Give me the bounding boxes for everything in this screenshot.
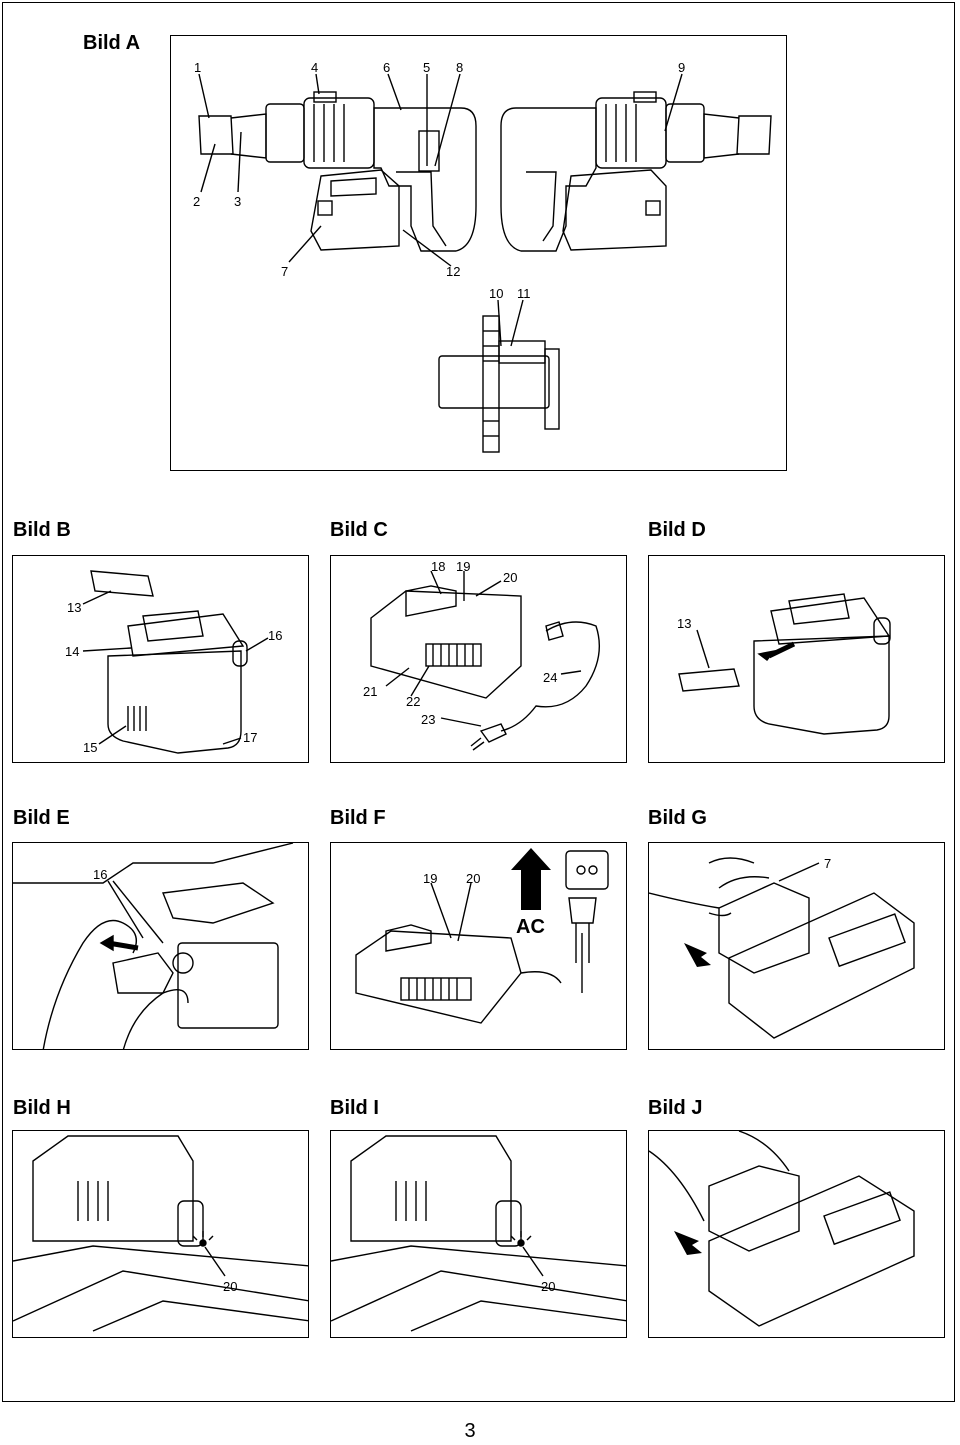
figure-h-drawing: 20: [13, 1135, 308, 1332]
label-1: 1: [194, 60, 201, 75]
arrow-icon: [684, 943, 711, 967]
label-24: 24: [543, 670, 557, 685]
figure-f-drawing: AC 19 20: [355, 848, 609, 1024]
label-5: 5: [423, 60, 430, 75]
label-19: 19: [423, 871, 437, 886]
label-2: 2: [193, 194, 200, 209]
label-14: 14: [65, 644, 79, 659]
label-13: 13: [67, 600, 81, 615]
label-7: 7: [281, 264, 288, 279]
label-12: 12: [446, 264, 460, 279]
figure-g-frame: 7: [648, 842, 945, 1050]
label-22: 22: [406, 694, 420, 709]
label-19: 19: [456, 559, 470, 574]
figure-d-title: Bild D: [648, 519, 706, 541]
label-16: 16: [93, 867, 107, 882]
figure-g-drawing: 7: [649, 856, 915, 1039]
label-20: 20: [503, 570, 517, 585]
figure-c-drawing: 18 19 20 24 21 22 23: [363, 559, 601, 751]
label-15: 15: [83, 740, 97, 755]
label-6: 6: [383, 60, 390, 75]
label-20: 20: [223, 1279, 237, 1294]
label-18: 18: [431, 559, 445, 574]
figure-j-drawing: [649, 1131, 915, 1327]
label-4: 4: [311, 60, 318, 75]
figure-f-title: Bild F: [330, 807, 386, 829]
label-8: 8: [456, 60, 463, 75]
label-17: 17: [243, 730, 257, 745]
figure-g-title: Bild G: [648, 807, 707, 829]
figure-c-frame: 18 19 20 24 21 22 23: [330, 555, 627, 763]
ac-label: AC: [516, 916, 545, 938]
figure-i-drawing: 20: [331, 1135, 626, 1332]
figure-b-drawing: 13 14 16 15 17: [65, 570, 282, 755]
arrow-up-icon: [511, 848, 551, 910]
figure-c-title: Bild C: [330, 519, 388, 541]
arrow-icon: [674, 1231, 702, 1255]
label-20: 20: [466, 871, 480, 886]
figure-e-title: Bild E: [13, 807, 70, 829]
label-3: 3: [234, 194, 241, 209]
page-border: [2, 2, 955, 1402]
figure-d-drawing: 13: [677, 593, 891, 735]
label-13: 13: [677, 616, 691, 631]
page-number: 3: [464, 1420, 476, 1442]
figure-i-title: Bild I: [330, 1097, 379, 1119]
figure-d-frame: 13: [648, 555, 945, 763]
label-11: 11: [517, 286, 531, 301]
figure-e-frame: 16: [12, 842, 309, 1050]
label-9: 9: [678, 60, 685, 75]
label-23: 23: [421, 712, 435, 727]
label-21: 21: [363, 684, 377, 699]
label-7: 7: [824, 856, 831, 871]
figure-a-frame: 1 4 6 5 8 9 2 3 7 12 10 11: [170, 35, 787, 471]
figure-b-frame: 13 14 16 15 17: [12, 555, 309, 763]
figure-a-drawing: 1 4 6 5 8 9 2 3 7 12 10 11: [193, 60, 772, 453]
figure-j-title: Bild J: [648, 1097, 703, 1119]
label-20: 20: [541, 1279, 555, 1294]
figure-a-title: Bild A: [83, 32, 141, 54]
figure-f-frame: AC 19 20: [330, 842, 627, 1050]
figure-h-frame: 20: [12, 1130, 309, 1338]
figure-i-frame: 20: [330, 1130, 627, 1338]
label-10: 10: [489, 286, 503, 301]
label-16: 16: [268, 628, 282, 643]
figure-j-frame: [648, 1130, 945, 1338]
figure-e-drawing: 16: [13, 843, 294, 1049]
figure-b-title: Bild B: [13, 519, 71, 541]
figure-h-title: Bild H: [13, 1097, 71, 1119]
